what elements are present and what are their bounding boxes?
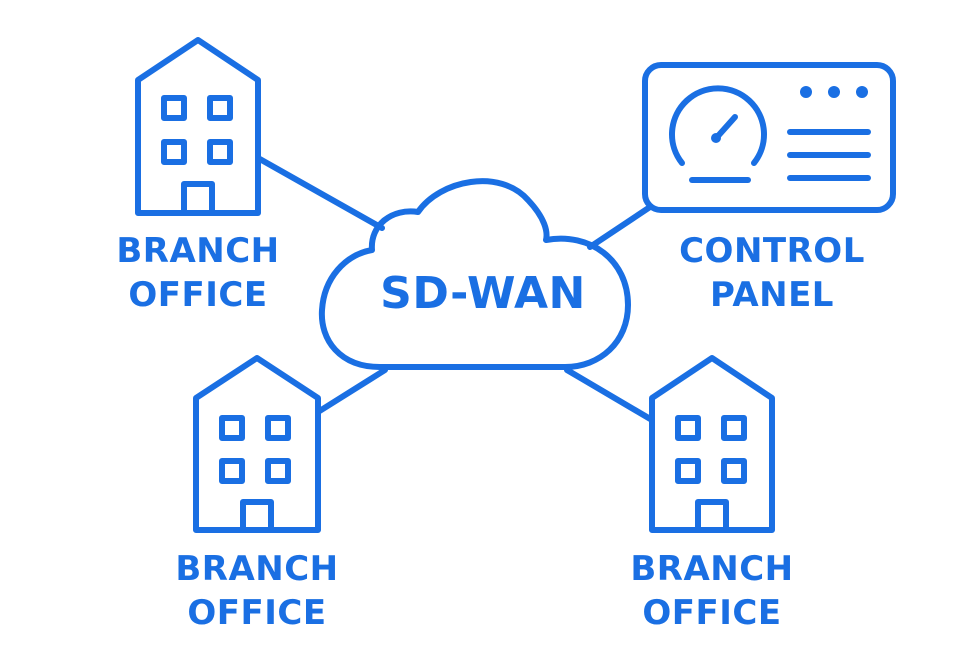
window — [207, 95, 233, 121]
window — [207, 139, 233, 165]
building-icon — [649, 355, 775, 533]
link-branch-bottom-right — [564, 367, 655, 423]
node-branch-bottom-left: BRANCH OFFICE — [175, 355, 338, 633]
window — [265, 415, 291, 441]
hub-label: SD-WAN — [380, 268, 586, 319]
node-branch-top-left: BRANCH OFFICE — [116, 37, 279, 315]
door — [695, 499, 729, 533]
node-label-line1: BRANCH — [630, 549, 793, 589]
gauge-pivot — [711, 133, 721, 143]
building-outline — [135, 37, 261, 216]
dashboard-icon — [642, 62, 896, 213]
window — [675, 415, 701, 441]
link-branch-bottom-left — [315, 367, 388, 415]
building-icon — [193, 355, 321, 533]
link-control-panel — [587, 204, 653, 250]
window — [721, 458, 747, 484]
sdwan-hub: SD-WAN — [318, 178, 631, 370]
status-dot — [800, 86, 812, 98]
node-label-line1: CONTROL — [679, 231, 865, 271]
dashboard-frame — [642, 62, 896, 213]
window — [161, 95, 187, 121]
window — [721, 415, 747, 441]
node-branch-bottom-right: BRANCH OFFICE — [630, 355, 793, 633]
node-label-line2: OFFICE — [187, 593, 326, 633]
link-branch-top-left — [255, 155, 385, 231]
status-dot — [856, 86, 868, 98]
node-label-line2: PANEL — [710, 275, 834, 315]
building-outline — [649, 355, 775, 533]
building-outline — [193, 355, 321, 533]
door — [181, 181, 215, 216]
gauge-arc — [669, 85, 767, 166]
building-icon — [135, 37, 261, 216]
window — [161, 139, 187, 165]
node-label-line1: BRANCH — [175, 549, 338, 589]
window — [219, 415, 245, 441]
status-dot — [828, 86, 840, 98]
cloud-icon — [318, 178, 631, 370]
window — [265, 458, 291, 484]
gauge-needle — [715, 114, 738, 139]
node-control-panel: CONTROL PANEL — [642, 62, 896, 315]
door — [240, 499, 274, 533]
node-label-line2: OFFICE — [128, 275, 267, 315]
window — [219, 458, 245, 484]
window — [675, 458, 701, 484]
node-label-line2: OFFICE — [642, 593, 781, 633]
connectors — [255, 155, 655, 423]
node-label-line1: BRANCH — [116, 231, 279, 271]
